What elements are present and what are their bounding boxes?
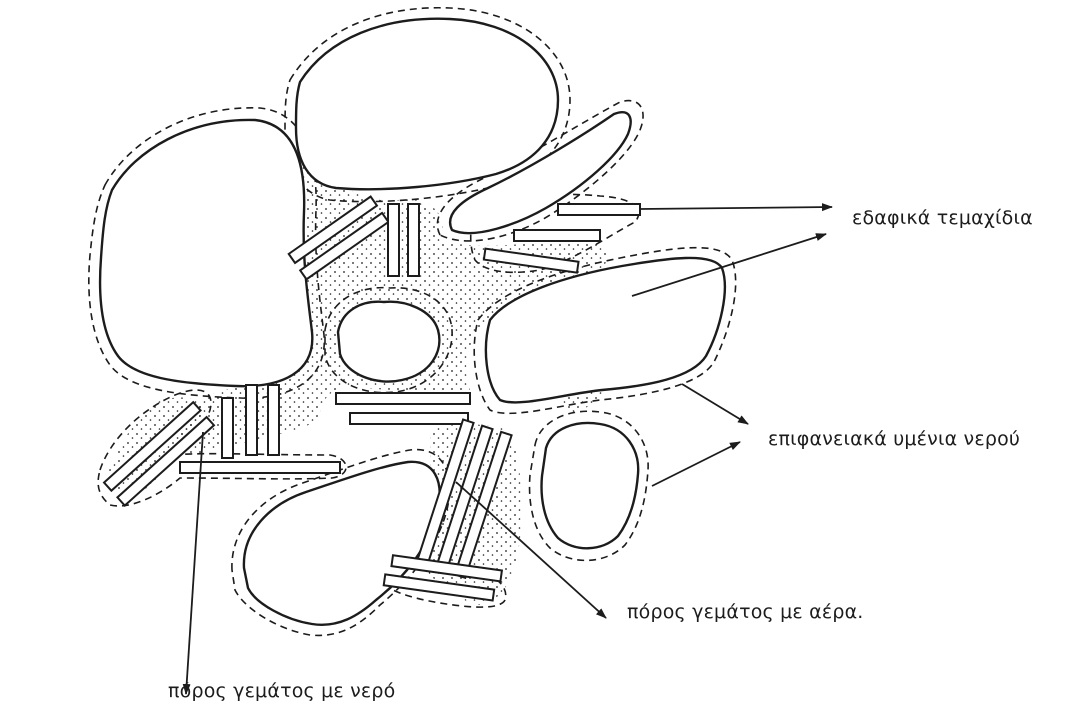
pore-center-ring xyxy=(338,302,439,382)
particle-top-center xyxy=(296,19,558,190)
clay-plate xyxy=(408,204,419,276)
clay-plate xyxy=(246,385,257,455)
clay-plate xyxy=(350,413,468,424)
label-water-filled-pore: πόρος γεμάτος με νερό xyxy=(168,680,396,702)
label-surface-water-films: επιφανειακά υμένια νερού xyxy=(768,428,1020,450)
clay-plate xyxy=(336,393,470,404)
clay-plate xyxy=(268,385,279,455)
clay-plate xyxy=(222,398,233,458)
label-air-filled-pore: πόρος γεμάτος με αέρα. xyxy=(627,601,864,623)
pore-lower-right xyxy=(542,423,639,548)
clay-plate xyxy=(180,462,340,473)
arrow-films-2 xyxy=(652,442,740,486)
arrow-films-1 xyxy=(682,384,748,424)
clay-plate xyxy=(514,230,600,241)
label-soil-particles: εδαφικά τεμαχίδια xyxy=(852,207,1033,229)
particle-large-left xyxy=(100,120,312,386)
arrow-particles-1 xyxy=(640,207,832,209)
clay-plate xyxy=(388,204,399,276)
particle-lower-left xyxy=(244,462,440,625)
clay-plate xyxy=(558,204,640,215)
